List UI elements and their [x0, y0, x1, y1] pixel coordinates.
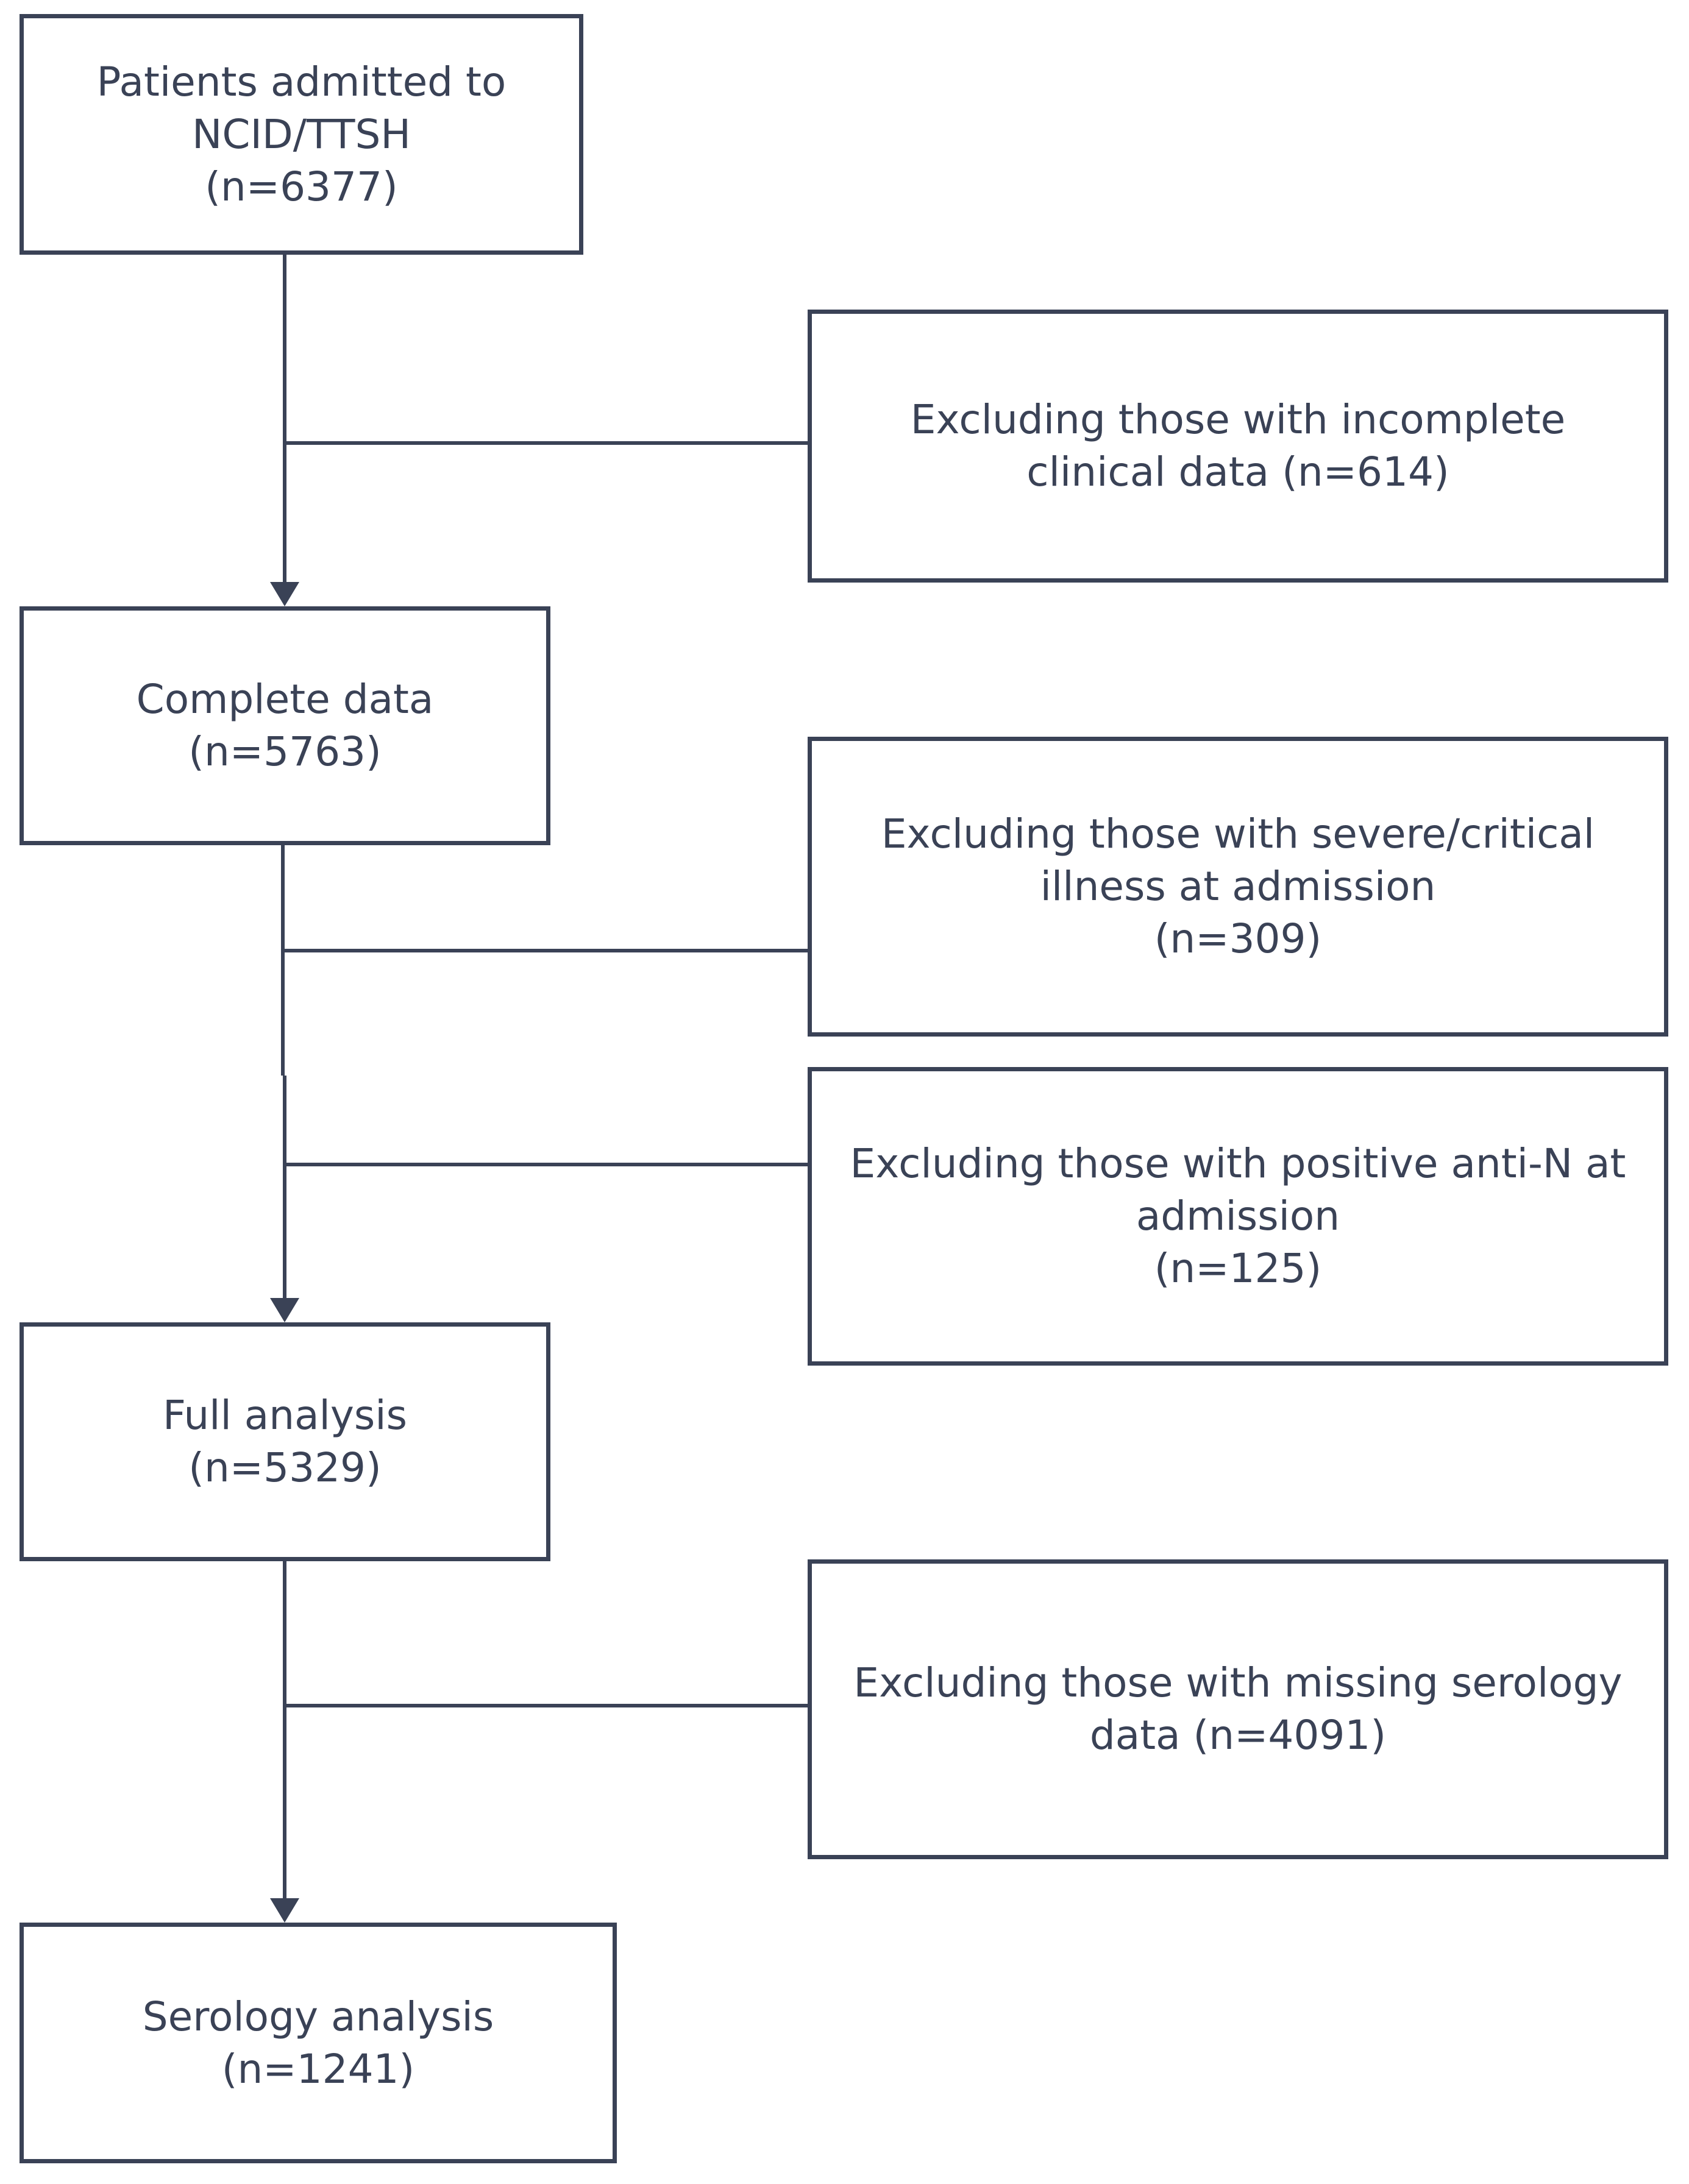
- box-patients-admitted: Patients admitted to NCID/TTSH (n=6377): [20, 14, 583, 255]
- box-exclusion-missing-serology-line1: Excluding those with missing serology: [853, 1659, 1623, 1706]
- box-complete-data: Complete data (n=5763): [20, 606, 550, 845]
- box-complete-data-label: Complete data: [136, 676, 434, 723]
- box-full-analysis-count: (n=5329): [188, 1444, 382, 1491]
- box-patients-admitted-text: Patients admitted to NCID/TTSH (n=6377): [97, 56, 507, 213]
- box-exclusion-anti-n: Excluding those with positive anti-N at …: [808, 1067, 1668, 1366]
- box-serology-analysis-text: Serology analysis (n=1241): [143, 1991, 494, 2096]
- box-exclusion-missing-serology-text: Excluding those with missing serology da…: [853, 1657, 1622, 1762]
- box-exclusion-anti-n-count: (n=125): [1154, 1245, 1322, 1292]
- box-exclusion-missing-serology-line2: data (n=4091): [1089, 1712, 1387, 1759]
- box-patients-admitted-line1: Patients admitted to: [96, 58, 507, 105]
- box-patients-admitted-line2: NCID/TTSH: [192, 110, 411, 158]
- box-complete-data-text: Complete data (n=5763): [137, 673, 434, 778]
- box-serology-analysis-count: (n=1241): [221, 2045, 415, 2093]
- box-full-analysis-text: Full analysis (n=5329): [163, 1389, 407, 1494]
- arrowhead-to-full: [270, 1298, 299, 1322]
- box-exclusion-missing-serology: Excluding those with missing serology da…: [808, 1559, 1668, 1859]
- box-patients-admitted-count: (n=6377): [205, 163, 398, 210]
- box-full-analysis: Full analysis (n=5329): [20, 1322, 550, 1561]
- box-exclusion-anti-n-text: Excluding those with positive anti-N at …: [850, 1138, 1626, 1295]
- arrowhead-to-complete: [270, 582, 299, 606]
- box-exclusion-severe-text: Excluding those with severe/critical ill…: [881, 808, 1595, 965]
- box-exclusion-severe-line1: Excluding those with severe/critical: [881, 810, 1595, 857]
- box-serology-analysis-label: Serology analysis: [142, 1993, 494, 2040]
- box-exclusion-anti-n-line1: Excluding those with positive anti-N at: [850, 1140, 1626, 1187]
- box-exclusion-anti-n-line2: admission: [1136, 1193, 1340, 1239]
- box-serology-analysis: Serology analysis (n=1241): [20, 1923, 617, 2163]
- box-exclusion-severe: Excluding those with severe/critical ill…: [808, 737, 1668, 1037]
- box-exclusion-severe-count: (n=309): [1154, 915, 1322, 962]
- box-exclusion-incomplete-line2: clinical data (n=614): [1026, 448, 1449, 495]
- box-exclusion-incomplete: Excluding those with incomplete clinical…: [808, 310, 1668, 583]
- box-exclusion-incomplete-line1: Excluding those with incomplete: [910, 396, 1566, 443]
- box-exclusion-incomplete-text: Excluding those with incomplete clinical…: [911, 394, 1566, 498]
- box-complete-data-count: (n=5763): [188, 728, 382, 775]
- box-exclusion-severe-line2: illness at admission: [1040, 863, 1436, 910]
- arrowhead-to-serology: [270, 1898, 299, 1923]
- box-full-analysis-label: Full analysis: [162, 1392, 408, 1439]
